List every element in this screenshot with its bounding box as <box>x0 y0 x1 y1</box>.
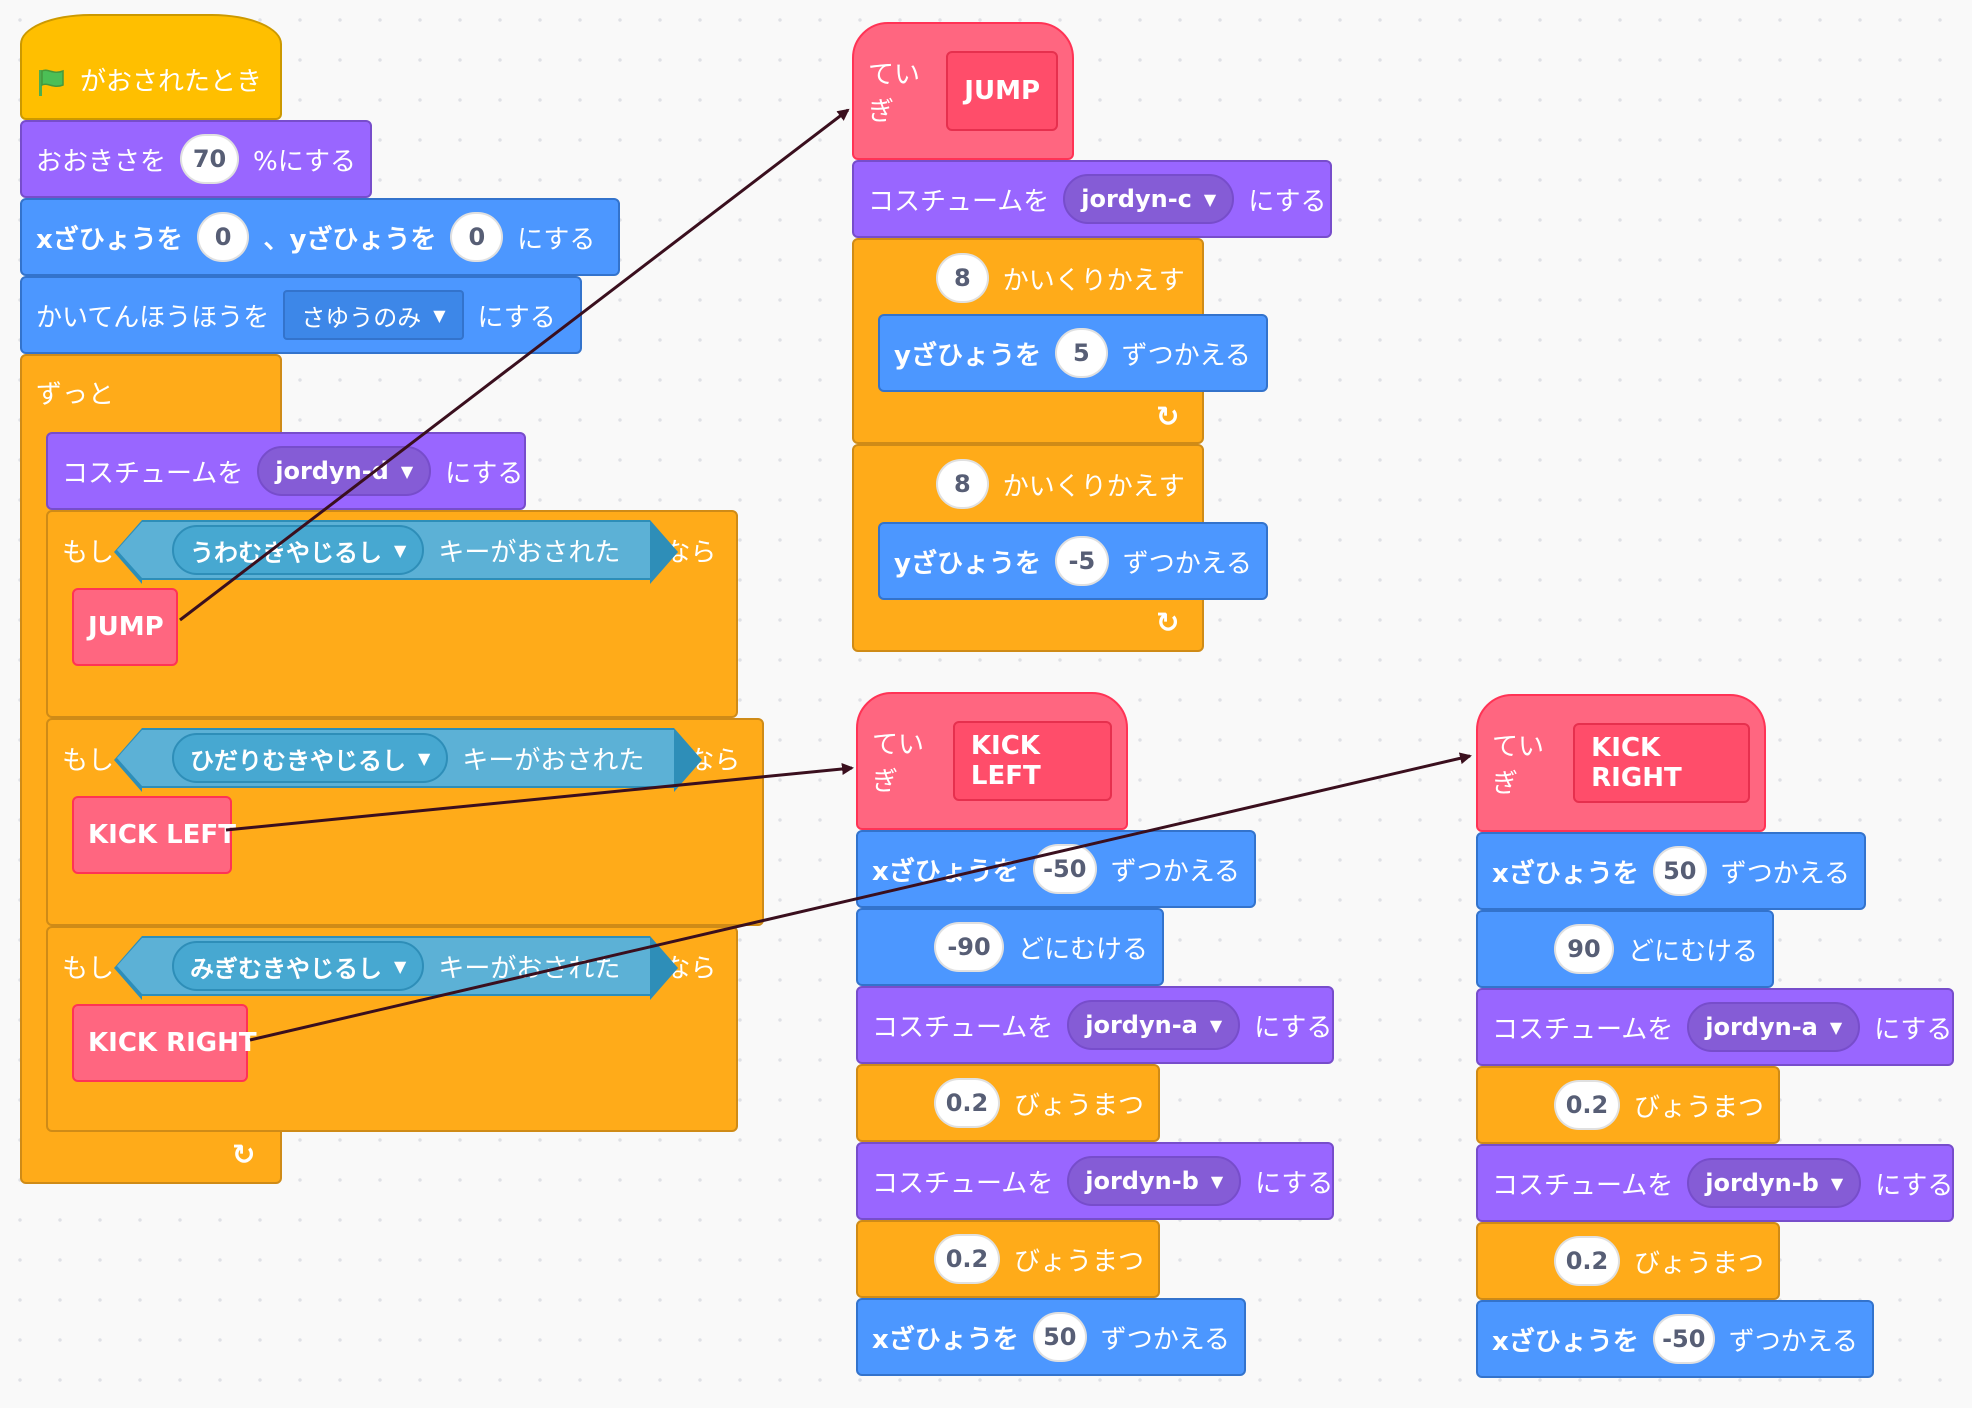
key-pressed-condition[interactable]: みぎむきやじるし ▼ キーがおされた <box>113 936 679 1000</box>
wait-block[interactable]: 0.2 びょうまつ <box>1476 1066 1780 1144</box>
y-input[interactable]: 0 <box>450 212 504 262</box>
costume-dropdown[interactable]: jordyn-a ▼ <box>1067 1000 1241 1050</box>
rotation-style-dropdown[interactable]: さゆうのみ ▼ <box>283 290 464 340</box>
switch-costume-block[interactable]: コスチュームを jordyn-b ▼ にする <box>856 1142 1334 1220</box>
wait-seconds-input[interactable]: 0.2 <box>934 1234 1000 1284</box>
dropdown-caret-icon: ▼ <box>1829 1017 1843 1037</box>
jump-prototype[interactable]: JUMP <box>946 51 1058 131</box>
direction-input[interactable]: 90 <box>1554 924 1614 974</box>
change-x-block[interactable]: xざひょうを 50 ずつかえる <box>856 1298 1246 1376</box>
costume-dropdown[interactable]: jordyn-b ▼ <box>1067 1156 1242 1206</box>
key-dropdown-up[interactable]: うわむきやじるし ▼ <box>172 525 425 575</box>
size-input[interactable]: 70 <box>180 134 240 184</box>
green-flag-icon <box>39 69 64 96</box>
dropdown-caret-icon: ▼ <box>394 956 407 976</box>
change-x-input[interactable]: 50 <box>1652 846 1707 896</box>
when-flag-clicked-block[interactable]: がおされたとき <box>20 14 282 120</box>
change-x-block[interactable]: xざひょうを -50 ずつかえる <box>1476 1300 1874 1378</box>
dropdown-caret-icon: ▼ <box>433 305 446 325</box>
kick-left-prototype[interactable]: KICK LEFT <box>952 721 1112 801</box>
key-pressed-condition[interactable]: ひだりむきやじるし ▼ キーがおされた <box>113 728 703 792</box>
dropdown-caret-icon: ▼ <box>1203 189 1217 209</box>
dropdown-caret-icon: ▼ <box>1210 1171 1224 1191</box>
direction-input[interactable]: -90 <box>934 922 1004 972</box>
kick-right-prototype[interactable]: KICK RIGHT <box>1573 723 1750 803</box>
costume-dropdown[interactable]: jordyn-d ▼ <box>257 446 432 496</box>
forever-label: ずっと <box>36 379 115 410</box>
loop-arrow-icon: ↻ <box>1156 606 1180 639</box>
define-kick-right-hat[interactable]: ていぎ KICK RIGHT <box>1476 694 1766 832</box>
costume-dropdown[interactable]: jordyn-c ▼ <box>1063 174 1235 224</box>
wait-seconds-input[interactable]: 0.2 <box>934 1078 1000 1128</box>
hat-label: がおされたとき <box>80 67 263 97</box>
loop-arrow-icon: ↻ <box>1156 400 1180 433</box>
repeat-header-1: 8 かいくりかえす <box>922 240 1199 316</box>
x-input[interactable]: 0 <box>196 212 250 262</box>
go-to-xy-block[interactable]: xざひょうを 0 、yざひょうを 0 にする <box>20 198 620 276</box>
define-jump-hat[interactable]: ていぎ JUMP <box>852 22 1074 160</box>
define-kick-left-hat[interactable]: ていぎ KICK LEFT <box>856 692 1128 830</box>
set-rotation-style-block[interactable]: かいてんほうほうを さゆうのみ ▼ にする <box>20 276 582 354</box>
key-dropdown-right[interactable]: みぎむきやじるし ▼ <box>172 941 425 991</box>
change-y-input[interactable]: 5 <box>1054 328 1108 378</box>
change-x-input[interactable]: -50 <box>1032 844 1097 894</box>
change-x-input[interactable]: -50 <box>1652 1314 1715 1364</box>
loop-arrow-icon: ↻ <box>232 1138 256 1171</box>
switch-costume-block[interactable]: コスチュームを jordyn-a ▼ にする <box>1476 988 1954 1066</box>
switch-costume-block[interactable]: コスチュームを jordyn-d ▼ にする <box>46 432 526 510</box>
key-pressed-condition[interactable]: うわむきやじるし ▼ キーがおされた <box>113 520 679 584</box>
switch-costume-block[interactable]: コスチュームを jordyn-a ▼ にする <box>856 986 1334 1064</box>
change-x-input[interactable]: 50 <box>1032 1312 1087 1362</box>
call-kick-left-block[interactable]: KICK LEFT <box>72 796 236 874</box>
if-header-right: もし みぎむきやじるし ▼ キーがおされた なら <box>48 928 738 1004</box>
dropdown-caret-icon: ▼ <box>418 748 431 768</box>
set-size-block[interactable]: おおきさを 70 %にする <box>20 120 372 198</box>
call-kick-right-block[interactable]: KICK RIGHT <box>72 1004 257 1082</box>
if-header-up: もし うわむきやじるし ▼ キーがおされた なら <box>48 512 738 588</box>
change-x-block[interactable]: xざひょうを -50 ずつかえる <box>856 830 1256 908</box>
change-y-block[interactable]: yざひょうを 5 ずつかえる <box>878 314 1268 392</box>
point-direction-block[interactable]: -90 どにむける <box>856 908 1164 986</box>
change-y-input[interactable]: -5 <box>1054 536 1109 586</box>
switch-costume-block[interactable]: コスチュームを jordyn-b ▼ にする <box>1476 1144 1954 1222</box>
wait-block[interactable]: 0.2 びょうまつ <box>856 1220 1160 1298</box>
dropdown-caret-icon: ▼ <box>1209 1015 1223 1035</box>
dropdown-caret-icon: ▼ <box>400 461 414 481</box>
costume-dropdown[interactable]: jordyn-a ▼ <box>1687 1002 1861 1052</box>
change-y-block[interactable]: yざひょうを -5 ずつかえる <box>878 522 1268 600</box>
costume-dropdown[interactable]: jordyn-b ▼ <box>1687 1158 1862 1208</box>
wait-seconds-input[interactable]: 0.2 <box>1554 1080 1620 1130</box>
dropdown-caret-icon: ▼ <box>1830 1173 1844 1193</box>
if-header-left: もし ひだりむきやじるし ▼ キーがおされた なら <box>48 720 764 796</box>
repeat-header-2: 8 かいくりかえす <box>922 446 1199 522</box>
dropdown-caret-icon: ▼ <box>394 540 407 560</box>
repeat-count-input[interactable]: 8 <box>936 253 989 303</box>
call-jump-block[interactable]: JUMP <box>72 588 178 666</box>
switch-costume-block[interactable]: コスチュームを jordyn-c ▼ にする <box>852 160 1332 238</box>
wait-seconds-input[interactable]: 0.2 <box>1554 1236 1620 1286</box>
repeat-count-input[interactable]: 8 <box>936 459 989 509</box>
wait-block[interactable]: 0.2 びょうまつ <box>856 1064 1160 1142</box>
change-x-block[interactable]: xざひょうを 50 ずつかえる <box>1476 832 1866 910</box>
wait-block[interactable]: 0.2 びょうまつ <box>1476 1222 1780 1300</box>
point-direction-block[interactable]: 90 どにむける <box>1476 910 1774 988</box>
key-dropdown-left[interactable]: ひだりむきやじるし ▼ <box>172 733 449 783</box>
